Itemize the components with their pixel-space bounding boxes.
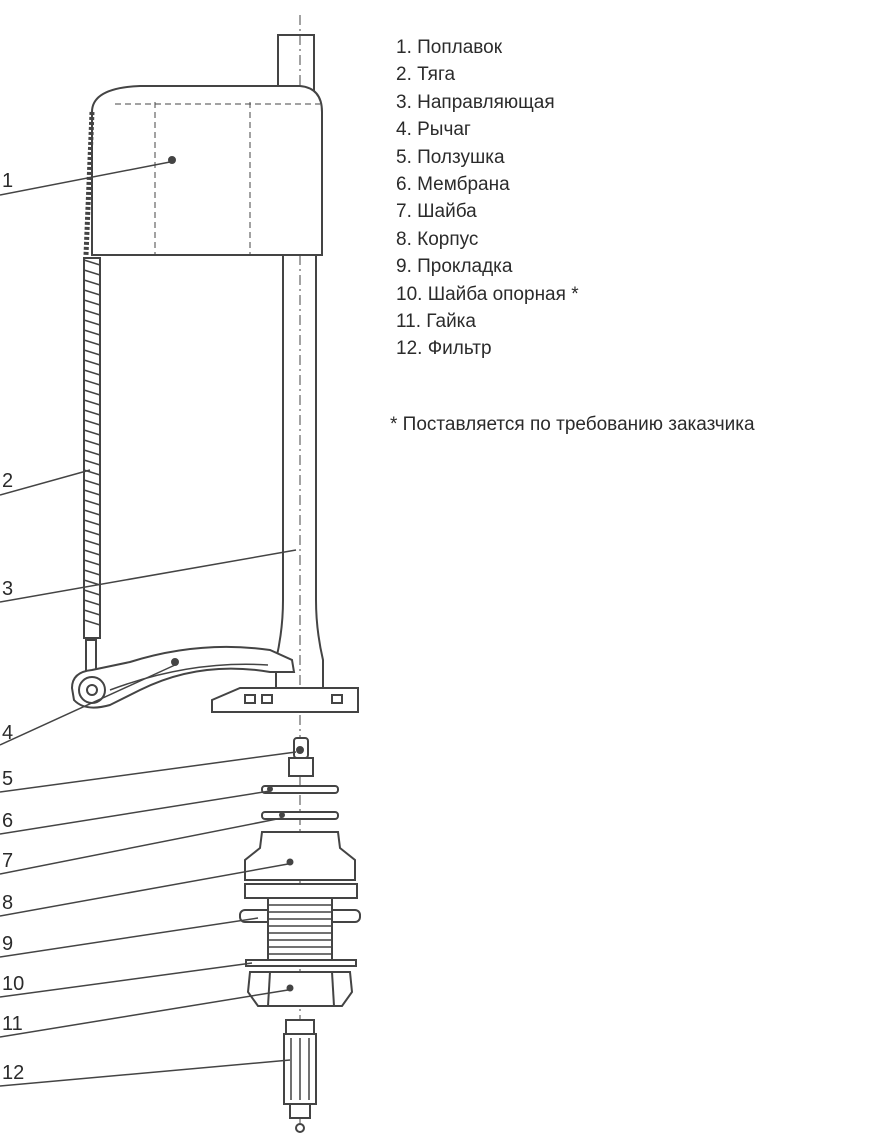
legend-item: 5. Ползушка	[396, 146, 505, 168]
legend-item: 9. Прокладка	[396, 256, 513, 278]
support-washer	[245, 959, 357, 967]
nut	[246, 971, 354, 1007]
legend-item: 12. Фильтр	[396, 338, 492, 360]
legend-item: 3. Направляющая	[396, 91, 555, 113]
membrane	[261, 785, 339, 820]
callout-12: 12	[2, 1062, 25, 1084]
guide-base	[211, 687, 359, 713]
leader-lines	[0, 161, 297, 1087]
callout-2: 2	[2, 470, 14, 492]
callout-4: 4	[2, 722, 14, 744]
callout-1: 1	[2, 170, 14, 192]
callout-8: 8	[2, 892, 14, 914]
filter	[283, 1019, 317, 1133]
float	[91, 85, 323, 256]
legend-item: 8. Корпус	[396, 228, 479, 250]
legend-item: 10. Шайба опорная *	[396, 283, 579, 305]
legend-item: 7. Шайба	[396, 201, 477, 223]
callout-7: 7	[2, 850, 14, 872]
legend-item: 11. Гайка	[396, 311, 476, 333]
lever	[70, 645, 296, 709]
callout-3: 3	[2, 578, 14, 600]
callout-11: 11	[2, 1013, 23, 1035]
legend-item: 2. Тяга	[396, 64, 456, 86]
legend-item: 4. Рычаг	[396, 119, 471, 141]
callout-9: 9	[2, 933, 14, 955]
legend-item: 6. Мембрана	[396, 174, 510, 196]
valve-body	[239, 831, 361, 961]
parts-legend: 1. Поплавок 2. Тяга 3. Направляющая 4. Р…	[396, 34, 579, 363]
callout-5: 5	[2, 768, 14, 790]
callout-10: 10	[2, 973, 25, 995]
slider	[288, 737, 314, 777]
footnote: * Поставляется по требованию заказчика	[390, 414, 755, 435]
callout-6: 6	[2, 810, 14, 832]
legend-item: 1. Поплавок	[396, 37, 503, 58]
